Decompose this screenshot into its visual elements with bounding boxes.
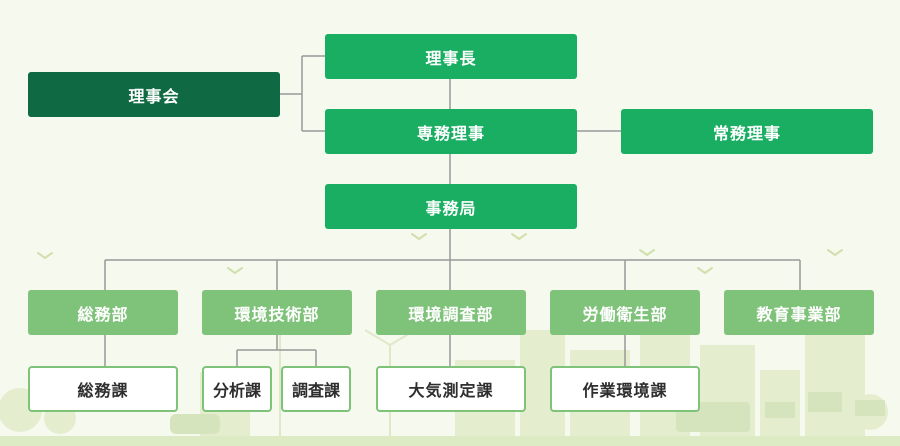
section-research: 調査課 [281,366,351,412]
section-air-measurement: 大気測定課 [376,366,526,412]
department-environmental-survey: 環境調査部 [376,290,526,335]
chairman-box: 理事長 [325,34,577,79]
department-environmental-technology: 環境技術部 [202,290,352,335]
department-general-affairs: 総務部 [28,290,178,335]
section-work-environment: 作業環境課 [550,366,700,412]
executive-director-box: 専務理事 [325,109,577,154]
section-general-affairs: 総務課 [28,366,178,412]
department-occupational-health: 労働衛生部 [550,290,700,335]
department-education-business: 教育事業部 [724,290,874,335]
secretariat-box: 事務局 [325,184,577,229]
managing-director-box: 常務理事 [621,109,873,154]
section-analysis: 分析課 [202,366,272,412]
board-box: 理事会 [28,72,280,117]
